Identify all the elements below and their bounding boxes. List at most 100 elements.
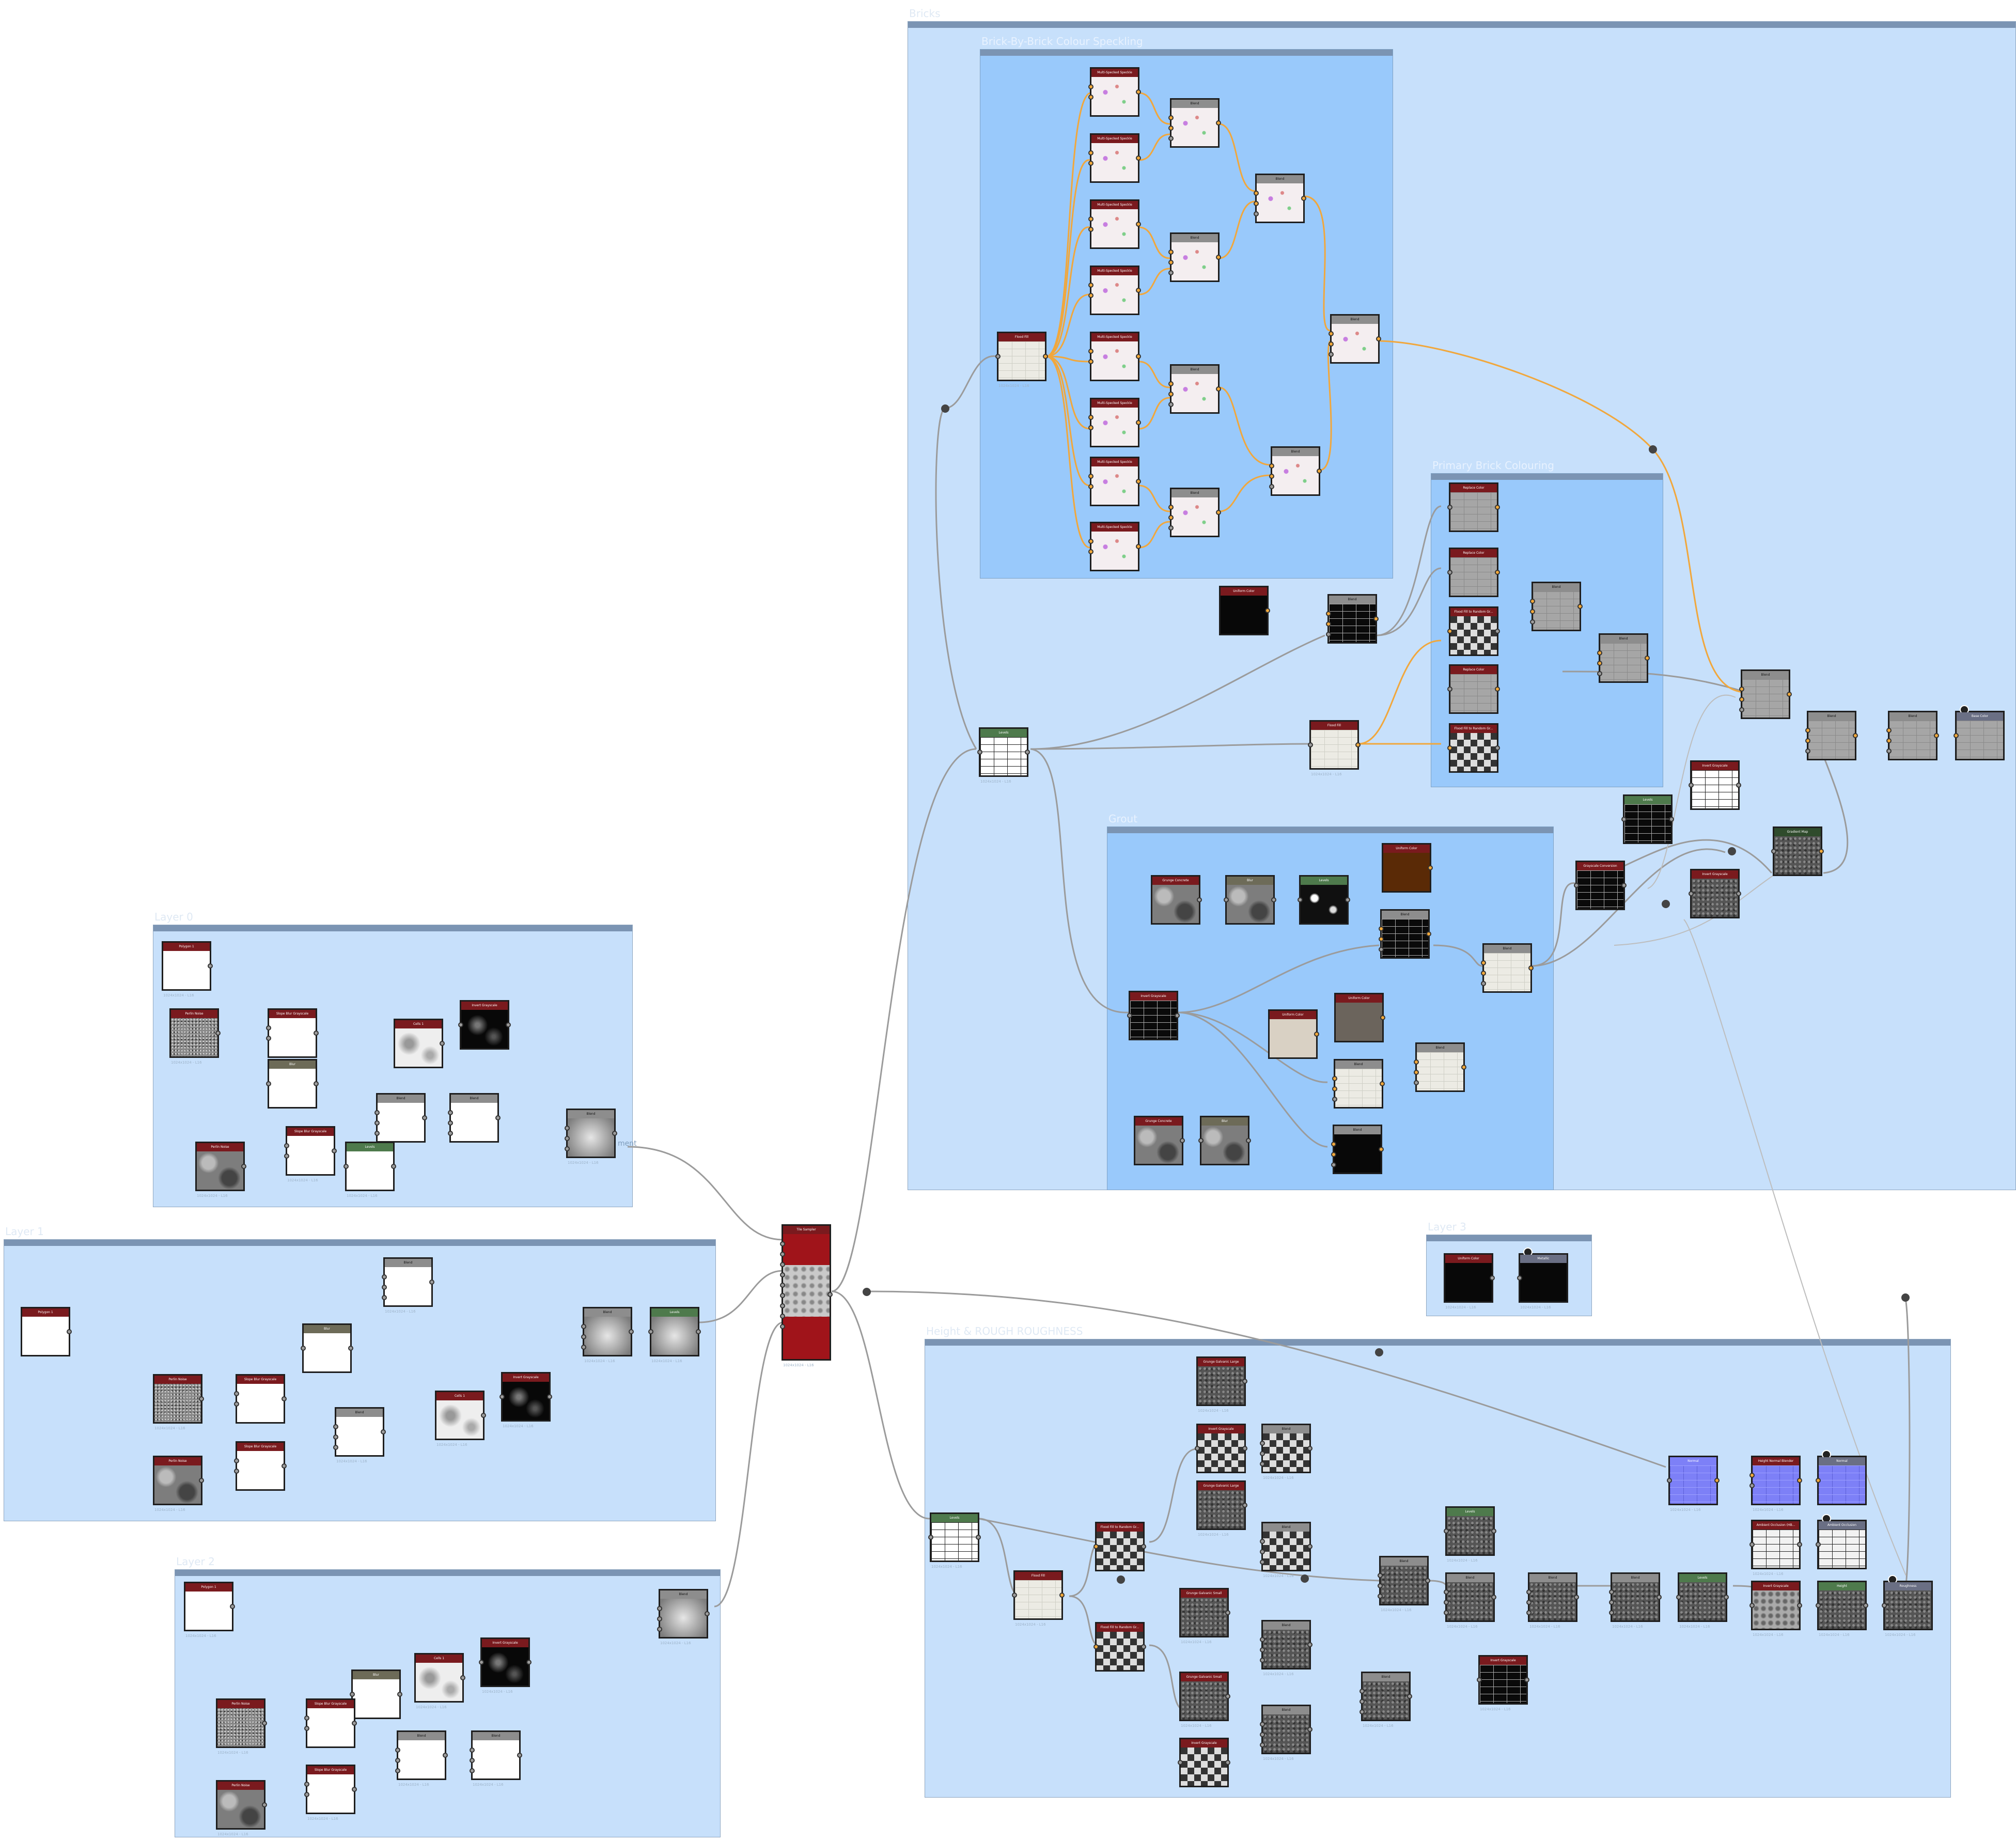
frame-layer2[interactable]: Layer 2 [175,1555,721,1837]
node-flood-random[interactable]: Flood Fill to Random Gr... [1447,723,1500,773]
node-blend[interactable]: Blend [1168,98,1221,148]
node-speckle[interactable]: Multi-Specked Speckle [1088,266,1141,315]
frame-layer1[interactable]: Layer 1 [4,1225,716,1521]
reroute-dot[interactable] [863,1288,871,1296]
node-blend[interactable]: Blend [1530,582,1583,631]
node-uniform-color[interactable]: Uniform Color [1334,993,1385,1042]
node-replace-color[interactable]: Replace Color [1447,548,1500,597]
node-ambient-occlusion-hbao[interactable]: Ambient Occlusion (HB...1024x1024 - L16 [1749,1520,1802,1576]
reroute-dot[interactable] [1375,1348,1383,1356]
node-blur[interactable]: Blur [1224,875,1276,925]
node-invert-grayscale[interactable]: Invert Grayscale [1689,869,1741,918]
node-levels[interactable]: Levels [1298,875,1350,925]
node-blend[interactable]: Blend [1254,174,1306,223]
node-uniform-color[interactable]: Uniform Color [1268,1009,1319,1059]
node-blend[interactable]: Blend [1332,1059,1385,1109]
node-polygon[interactable]: Polygon 1 [21,1307,72,1356]
node-flood-random[interactable]: Flood Fill to Random Gr... [1447,606,1500,656]
node-blur[interactable]: Blur [1198,1116,1251,1165]
node-speckle[interactable]: Multi-Specked Speckle [1088,199,1141,249]
node-uniform-color[interactable]: Uniform Color [1219,586,1270,635]
node-invert-grayscale[interactable]: Invert Grayscale [1689,760,1741,810]
node-base-color-output[interactable]: Base Color [1954,705,2005,760]
reroute-dot[interactable] [1649,445,1657,454]
node-slope-blur[interactable]: Slope Blur Grayscale [234,1441,287,1491]
node-blend[interactable]: Blend [1805,711,1858,760]
node-invert-grayscale[interactable]: Invert Grayscale [1178,1738,1230,1787]
node-grayscale-conversion[interactable]: Grayscale Conversion [1574,861,1627,910]
node-flood-random[interactable]: Flood Fill to Random Gr... [1093,1622,1146,1672]
node-speckle[interactable]: Multi-Specked Speckle [1088,522,1141,571]
node-blend[interactable]: Blend [1168,364,1221,414]
node-blend[interactable]: Blend [1168,232,1221,282]
node-blend[interactable]: Blend [374,1093,427,1143]
reroute-dot[interactable] [1117,1575,1125,1584]
node-blend[interactable]: Blend [1331,1125,1384,1174]
node-speckle[interactable]: Multi-Specked Speckle [1088,398,1141,447]
node-tile-sampler[interactable]: Tile Sampler 1024x1024 - L16 [780,1224,833,1367]
reroute-dot[interactable] [941,404,949,413]
node-slope-blur[interactable]: Slope Blur Grayscale [304,1698,357,1748]
reroute-dot[interactable] [1901,1293,1910,1302]
node-blend[interactable]: Blend [1329,314,1381,364]
node-slope-blur[interactable]: Slope Blur Grayscale [266,1008,319,1058]
node-grunge-concrete[interactable]: Grunge Concrete [1134,1116,1185,1165]
node-speckle[interactable]: Multi-Specked Speckle [1088,67,1141,117]
node-levels[interactable]: Levels [1621,794,1674,844]
node-grunge-concrete[interactable]: Grunge Concrete [1151,875,1202,925]
node-replace-color[interactable]: Replace Color [1447,482,1500,532]
node-blur[interactable]: Blur [301,1323,353,1373]
node-normal-output[interactable]: Normal [1816,1450,1867,1505]
node-blur[interactable]: Blur [266,1059,319,1109]
node-blend[interactable]: Blend [1379,909,1431,959]
node-blur[interactable]: Blur [350,1670,402,1719]
node-cells[interactable]: Cells 1 [394,1019,445,1068]
node-blend[interactable]: Blend [1481,943,1534,993]
node-speckle[interactable]: Multi-Specked Speckle [1088,332,1141,381]
node-blend[interactable]: Blend [1168,488,1221,537]
reroute-dot[interactable] [1662,900,1670,908]
node-blend[interactable]: Blend [1739,669,1792,719]
node-blend[interactable]: Blend [1269,446,1322,496]
